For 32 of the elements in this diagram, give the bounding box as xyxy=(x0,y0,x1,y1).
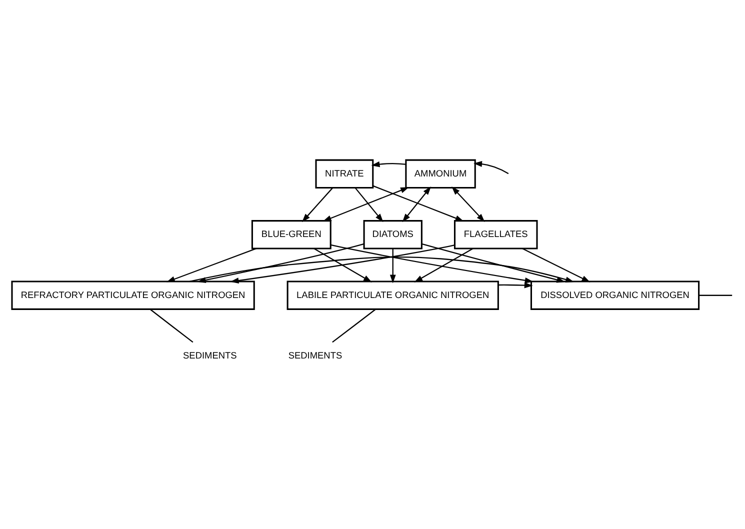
connector xyxy=(698,294,732,296)
arrow xyxy=(452,186,485,222)
node-box: FLAGELLATES xyxy=(454,220,538,249)
arrow xyxy=(230,244,455,283)
arrow xyxy=(322,186,410,221)
node-box: AMMONIUM xyxy=(405,158,476,188)
node-box: DISSOLVED ORGANIC NITROGEN xyxy=(530,280,700,310)
arrow xyxy=(371,160,406,167)
node-text: SEDIMENTS xyxy=(183,350,237,360)
arrow xyxy=(372,184,464,221)
node-box: LABILE PARTICULATE ORGANIC NITROGEN xyxy=(286,280,499,310)
node-box: NITRATE xyxy=(315,158,374,188)
arrow xyxy=(414,248,474,282)
arrow xyxy=(474,160,509,174)
arrow xyxy=(166,248,256,282)
arrow xyxy=(330,244,534,283)
arrow xyxy=(302,186,334,222)
arrow xyxy=(402,186,432,222)
node-box: REFRACTORY PARTICULATE ORGANIC NITROGEN xyxy=(11,280,255,310)
node-text: SEDIMENTS xyxy=(288,350,342,360)
arrow xyxy=(390,248,396,283)
arrow xyxy=(522,248,590,282)
arrow xyxy=(197,242,364,283)
connector xyxy=(332,308,376,342)
arrow xyxy=(314,248,372,282)
arrow xyxy=(190,256,574,282)
arrow xyxy=(498,282,533,288)
arrow xyxy=(354,186,384,222)
arrow xyxy=(422,242,566,282)
node-box: BLUE-GREEN xyxy=(251,220,332,249)
connector xyxy=(150,308,194,342)
node-box: DIATOMS xyxy=(363,220,422,249)
